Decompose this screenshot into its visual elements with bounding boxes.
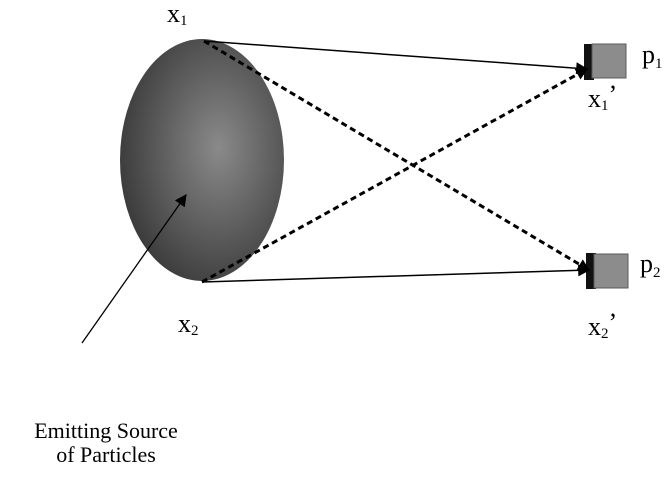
emitting-source-ellipse — [120, 39, 284, 281]
detector-p1 — [584, 43, 627, 80]
label-x1: x1 — [167, 0, 188, 29]
dashed-path-x2-to-p1 — [201, 67, 589, 284]
solid-path-x2-to-p2 — [201, 264, 591, 283]
detector-p2 — [586, 253, 629, 289]
label-x2: x2 — [178, 309, 199, 339]
source-caption-line2: of Particles — [56, 442, 156, 467]
label-x1-prime: x1’ — [588, 80, 617, 114]
solid-path-x1-to-p1 — [203, 40, 589, 75]
source-pointer-arrow — [81, 194, 187, 344]
label-p2: p2 — [640, 249, 661, 281]
source-caption-line1: Emitting Source — [34, 418, 178, 443]
label-x2-prime: x2’ — [588, 308, 617, 342]
label-p1: p1 — [642, 40, 663, 72]
dashed-path-x1-to-p2 — [203, 39, 591, 272]
